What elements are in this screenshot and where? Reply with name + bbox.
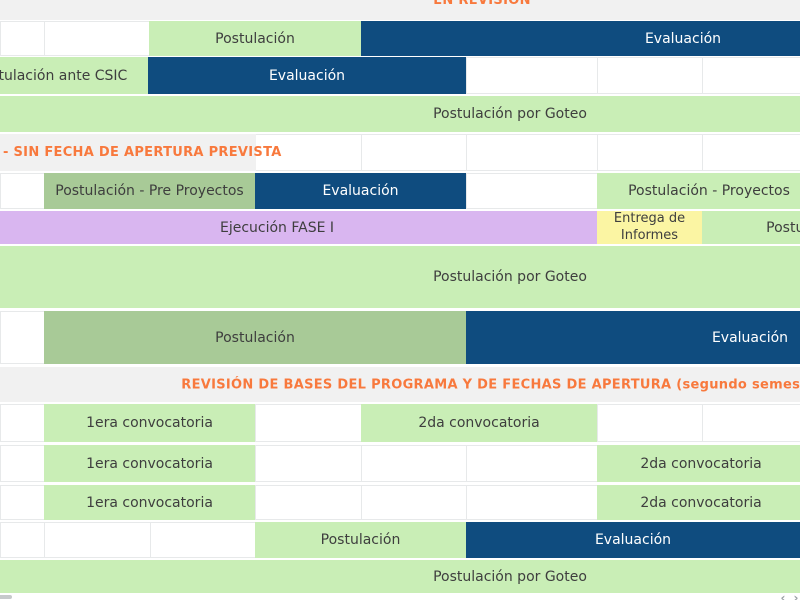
section-header-cell: REVISIÓN DE BASES DEL PROGRAMA Y DE FECH… <box>0 367 800 402</box>
empty-cell <box>255 485 362 520</box>
phase-bar: Postulación por Goteo <box>0 96 800 132</box>
phase-bar-label: Evaluación <box>644 30 722 47</box>
empty-cell <box>597 57 703 94</box>
phase-bar-label: Postulación por Goteo <box>433 269 587 285</box>
timeline-row: 1era convocatoria 2da convocatoria <box>0 485 800 520</box>
timeline-row: Postulación - Pre Proyectos Evaluación Pos… <box>0 173 800 209</box>
empty-cell <box>466 134 598 171</box>
phase-bar: Evaluación <box>466 522 800 558</box>
phase-bar-label: Evaluación <box>711 329 789 346</box>
phase-bar-label: Evaluación <box>268 67 346 84</box>
scroll-left-icon[interactable]: ‹ <box>780 591 786 600</box>
section-label: EN REVISIÓN <box>433 0 531 8</box>
empty-cell <box>702 57 800 94</box>
section-label: - SIN FECHA DE APERTURA PREVISTA <box>3 145 282 160</box>
empty-cell <box>597 404 703 442</box>
empty-cell <box>361 445 467 482</box>
phase-bar-label: Evaluación <box>322 183 399 199</box>
phase-bar: Entrega de Informes <box>597 211 702 244</box>
phase-bar-label: 1era convocatoria <box>86 494 213 511</box>
phase-bar: Postulación - Pre Proyectos <box>44 173 255 209</box>
empty-cell <box>702 404 800 442</box>
timeline-row: Postulación por Goteo <box>0 246 800 308</box>
phase-bar: Postulación ante CSIC <box>0 57 148 94</box>
timeline-row: Postulación Evaluación <box>0 522 800 558</box>
empty-cell <box>150 522 256 558</box>
phase-bar-label: Ejecución FASE I <box>219 219 335 236</box>
timeline-row: Postulación ante CSIC Evaluación <box>0 57 800 94</box>
empty-cell <box>44 522 151 558</box>
phase-bar: Evaluación <box>361 21 800 56</box>
empty-cell <box>0 522 45 558</box>
timeline-row: Postulación Evaluación <box>0 311 800 364</box>
scroll-right-icon[interactable]: › <box>793 591 799 600</box>
section-row: - SIN FECHA DE APERTURA PREVISTA <box>0 134 800 171</box>
phase-bar-label: Postulación <box>320 532 401 548</box>
phase-bar-label: Entrega de Informes <box>613 211 686 243</box>
phase-bar: 1era convocatoria <box>44 485 255 520</box>
phase-bar: Evaluación <box>148 57 466 94</box>
phase-bar: Postulación por Goteo <box>0 246 800 308</box>
phase-bar: Postulación - Proyectos <box>597 173 800 209</box>
empty-cell <box>361 485 467 520</box>
timeline-row: 1era convocatoria 2da convocatoria <box>0 404 800 442</box>
empty-cell <box>597 134 703 171</box>
empty-cell <box>0 311 45 364</box>
empty-cell <box>0 404 45 442</box>
phase-bar: Postulación <box>255 522 466 558</box>
empty-cell <box>44 21 150 56</box>
empty-cell <box>466 57 598 94</box>
empty-cell <box>0 173 45 209</box>
timeline-row: Postulación por Goteo <box>0 560 800 593</box>
empty-cell <box>361 134 467 171</box>
empty-cell <box>466 173 598 209</box>
phase-bar: 1era convocatoria <box>44 404 255 442</box>
phase-bar-label: Postulación - Proyectos <box>628 183 790 199</box>
phase-bar-label: Postulación ante CSIC <box>0 67 128 84</box>
phase-bar-label: Postulación <box>215 329 295 346</box>
phase-bar: 2da convocatoria <box>597 485 800 520</box>
empty-cell <box>0 21 45 56</box>
empty-cell <box>0 485 45 520</box>
phase-bar-label: 2da convocatoria <box>418 415 540 431</box>
empty-cell <box>255 445 362 482</box>
section-row: EN REVISIÓN <box>0 0 800 20</box>
timeline-row: Postulación por Goteo <box>0 96 800 132</box>
section-label: REVISIÓN DE BASES DEL PROGRAMA Y DE FECH… <box>181 377 800 392</box>
section-header-cell: EN REVISIÓN <box>0 0 800 20</box>
section-header-cell: - SIN FECHA DE APERTURA PREVISTA <box>0 134 281 171</box>
timeline-row: Ejecución FASE I Entrega de Informes Postu… <box>0 211 800 244</box>
phase-bar: 1era convocatoria <box>44 445 255 482</box>
phase-bar: Postulación por Goteo <box>0 560 800 593</box>
phase-bar: Evaluación <box>255 173 466 209</box>
phase-bar: Ejecución FASE I <box>0 211 597 244</box>
phase-bar-label: 2da convocatoria <box>640 455 762 472</box>
empty-cell <box>255 134 362 171</box>
phase-bar-label: 2da convocatoria <box>640 494 762 511</box>
phase-bar: Evaluación <box>466 311 800 364</box>
timeline-row: Postulación Evaluación <box>0 21 800 56</box>
empty-cell <box>0 445 45 482</box>
empty-cell <box>466 445 598 482</box>
empty-cell <box>466 485 598 520</box>
phase-bar-label: Postulación - Pre Proyectos <box>55 183 244 199</box>
phase-bar: Postulación <box>702 211 800 244</box>
horizontal-scrollbar-thumb[interactable] <box>0 595 12 599</box>
phase-bar: Postulación <box>44 311 466 364</box>
section-row: REVISIÓN DE BASES DEL PROGRAMA Y DE FECH… <box>0 367 800 402</box>
phase-bar-label: Postulación <box>215 30 295 47</box>
phase-bar-label: Evaluación <box>594 532 672 548</box>
phase-bar: Postulación <box>149 21 361 56</box>
phase-bar-label: 1era convocatoria <box>86 415 213 431</box>
empty-cell <box>702 134 800 171</box>
phase-bar-label: 1era convocatoria <box>86 455 213 472</box>
timeline-row: 1era convocatoria 2da convocatoria <box>0 445 800 482</box>
empty-cell <box>255 404 362 442</box>
phase-bar-label: Postulación <box>766 219 800 236</box>
phase-bar-label: Postulación por Goteo <box>433 106 587 122</box>
phase-bar: 2da convocatoria <box>597 445 800 482</box>
phase-bar-label: Postulación por Goteo <box>433 568 587 585</box>
phase-bar: 2da convocatoria <box>361 404 597 442</box>
